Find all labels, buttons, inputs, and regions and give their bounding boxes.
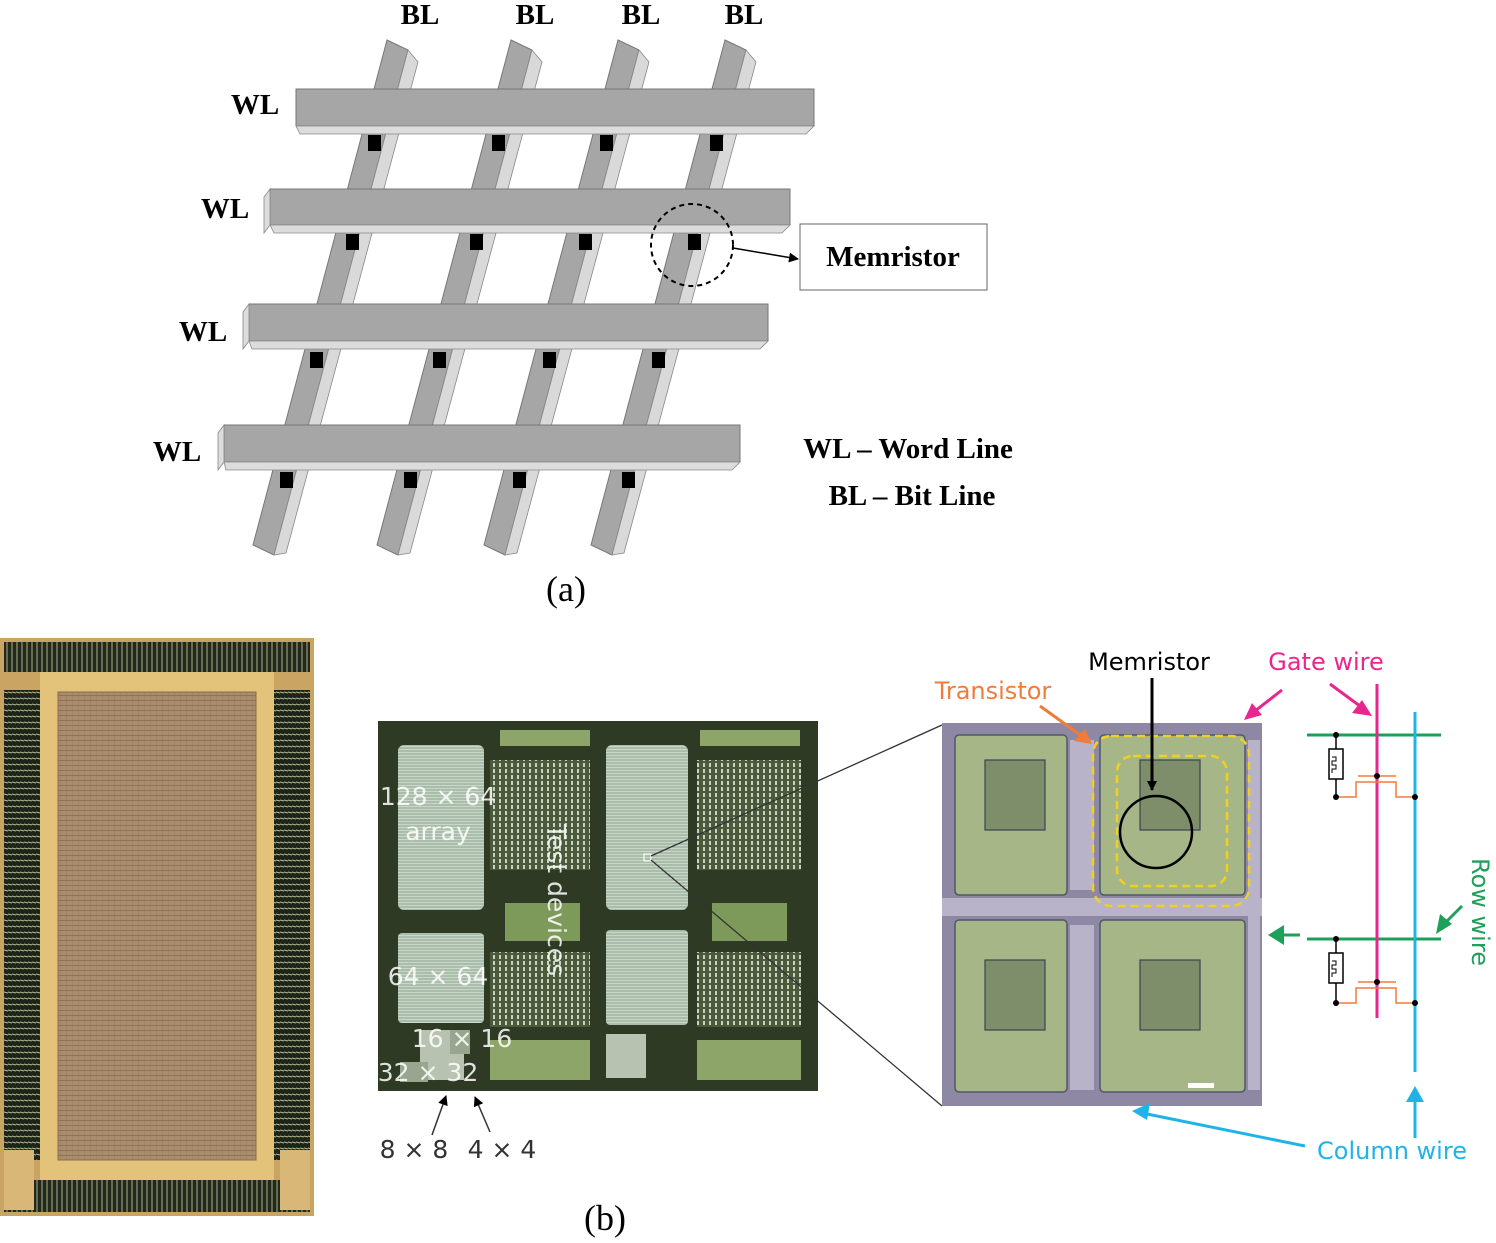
word-line-2 — [263, 187, 791, 235]
memristor-callout-arrow — [732, 247, 799, 263]
bl-label-4: BL — [725, 0, 764, 31]
zoom-origin-square — [643, 853, 652, 862]
bl-label-1: BL — [401, 0, 440, 31]
column-wire-label: Column wire — [1317, 1137, 1467, 1165]
array-16x16-label: 16 × 16 — [412, 1024, 512, 1053]
wl-label-3: WL — [179, 316, 227, 348]
array-128x64-label: 128 × 64 — [380, 782, 496, 811]
wl-label-4: WL — [153, 436, 201, 468]
panel-b: 128 × 64 array Test devices 64 × 64 16 ×… — [0, 638, 1494, 1238]
memristor-callout-box — [799, 223, 988, 291]
memristor-callout-label: Memristor — [826, 241, 960, 273]
cell-inner-dashed-outline — [1115, 754, 1229, 888]
wl-label-2: WL — [201, 193, 249, 225]
transistor-label: Transistor — [934, 677, 1052, 705]
word-line-1 — [295, 88, 815, 135]
zoom-line-bottom — [650, 859, 943, 1107]
chip-photo: 128 × 64 array Test devices 64 × 64 16 ×… — [378, 721, 818, 1091]
schematic-cell-2 — [1328, 936, 1418, 1006]
gate-wire-label: Gate wire — [1268, 648, 1384, 676]
cell-micrograph — [942, 723, 1262, 1106]
row-wire-label: Row wire — [1466, 858, 1494, 966]
arrow-4x4 — [473, 1096, 491, 1133]
memristor-cell-label: Memristor — [1088, 648, 1210, 676]
schematic-cell-1 — [1328, 732, 1418, 800]
scale-bar — [1188, 1083, 1214, 1088]
memristor-symbol-1 — [1328, 748, 1344, 780]
zoom-line-top — [650, 724, 943, 857]
cell-outer-dashed-outline — [1091, 734, 1251, 908]
legend-bit-line: BL – Bit Line — [829, 480, 996, 512]
bl-label-2: BL — [516, 0, 555, 31]
array-8x8-label: 8 × 8 — [380, 1135, 449, 1164]
array-64x64-label: 64 × 64 — [388, 962, 488, 991]
wl-label-1: WL — [231, 89, 279, 121]
caption-b: (b) — [584, 1198, 626, 1238]
test-devices-label: Test devices — [542, 823, 571, 976]
word-line-3 — [242, 302, 769, 351]
panel-a-crossbar: Memristor BL BL BL BL WL WL WL WL WL – W… — [153, 0, 1013, 609]
memristor-cell-circle — [1118, 794, 1194, 870]
legend-word-line: WL – Word Line — [803, 433, 1013, 465]
memristor-devices — [280, 135, 723, 488]
word-lines — [217, 88, 815, 472]
cell-schematic — [1307, 684, 1441, 1072]
array-32x32-label: 32 × 32 — [378, 1058, 478, 1087]
caption-a: (a) — [546, 569, 586, 609]
memristor-symbol-2 — [1328, 952, 1344, 984]
word-line-4 — [217, 423, 741, 472]
column-wire-arrow-left — [1141, 1111, 1306, 1148]
crossbar-die-photo — [0, 638, 314, 1216]
array-128x64-sublabel: array — [405, 817, 471, 846]
arrow-8x8 — [431, 1095, 448, 1136]
memristor-highlight-circle — [650, 203, 734, 287]
array-4x4-label: 4 × 4 — [468, 1135, 537, 1164]
bl-label-3: BL — [622, 0, 661, 31]
